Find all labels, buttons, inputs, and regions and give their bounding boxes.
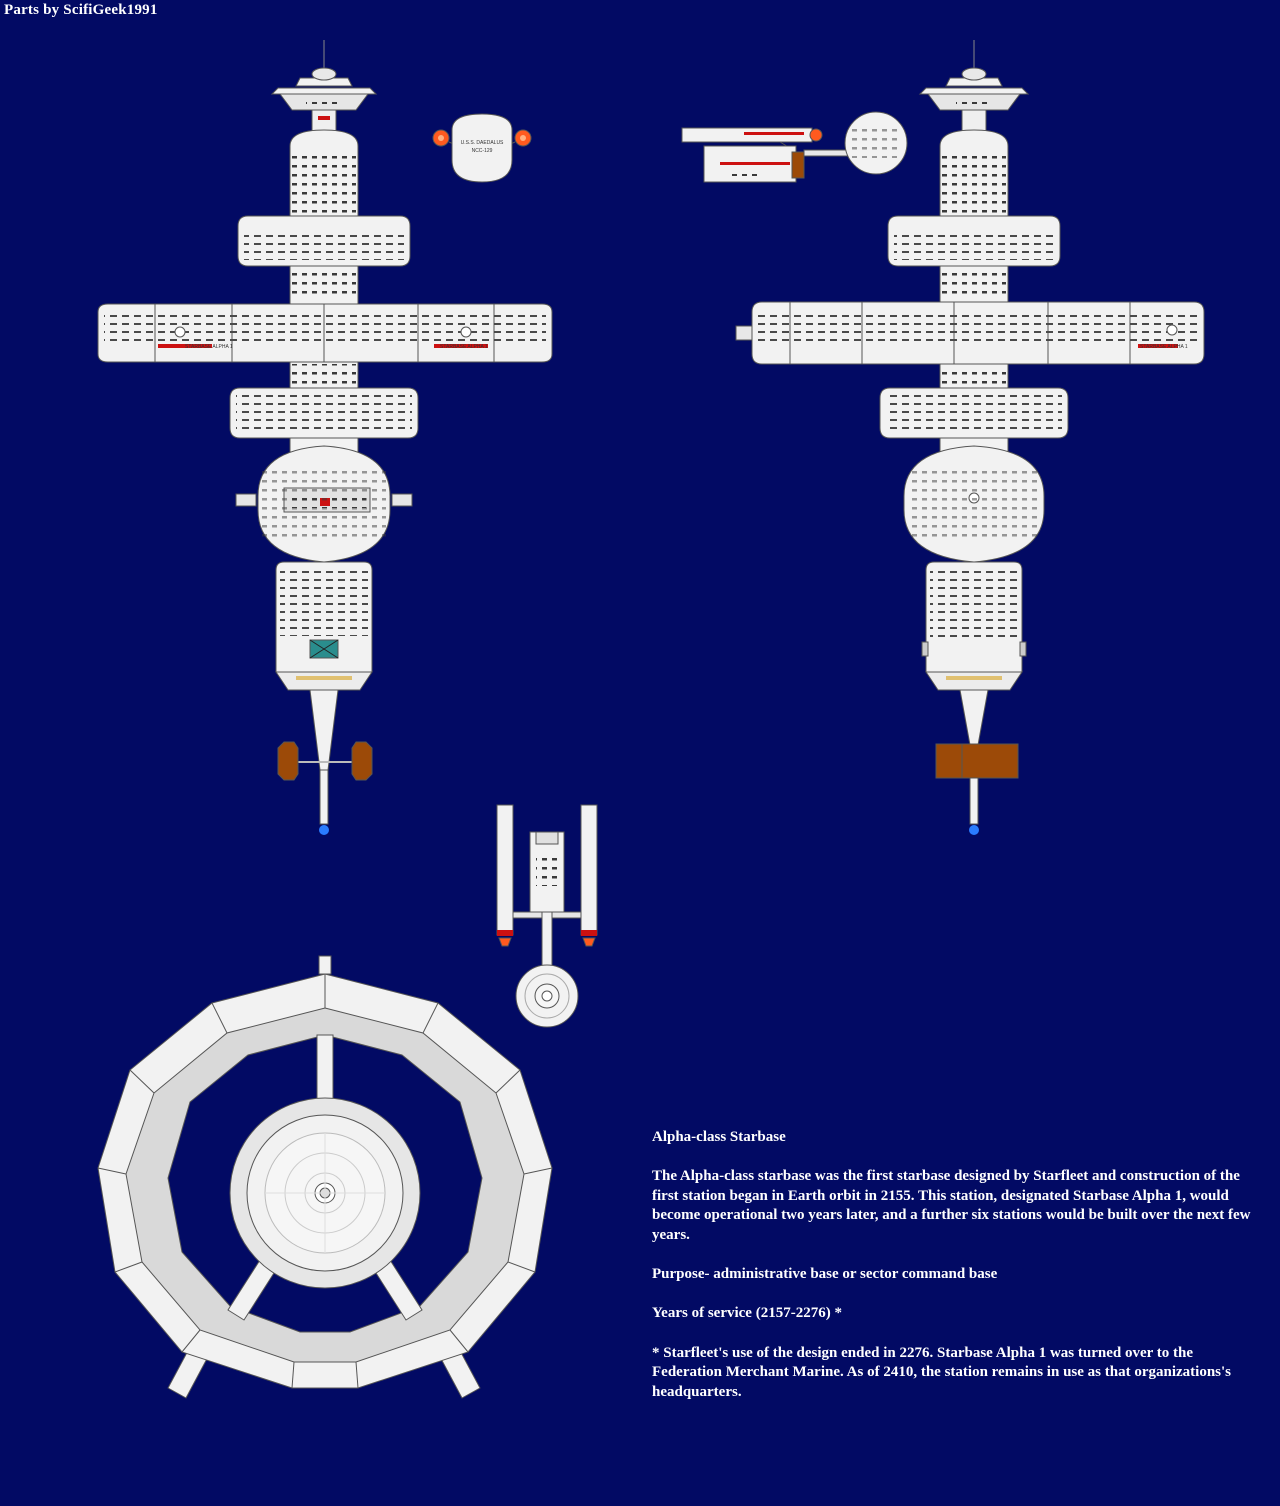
starbase-name-marking-right: STARBASE ALPHA 1: [440, 344, 488, 350]
credit-text: Parts by ScifiGeek1991: [4, 2, 158, 18]
station-top-view-ring: [97, 955, 553, 1399]
starbase-name-marking-left: STARBASE ALPHA 1: [185, 344, 233, 350]
shuttle-pod-front: U.S.S. DAEDALUS NCC-129: [432, 113, 532, 183]
ship-name-label: U.S.S. DAEDALUS: [461, 140, 504, 146]
description-paragraph-purpose: Purpose- administrative base or sector c…: [652, 1266, 998, 1283]
description-paragraph-service: Years of service (2157-2276) *: [652, 1305, 842, 1322]
description-paragraph-footnote: * Starfleet's use of the design ended in…: [652, 1344, 1232, 1400]
side-view-station: [735, 40, 1205, 835]
description-paragraph-history: The Alpha-class starbase was the first s…: [652, 1168, 1251, 1243]
description-block: Alpha-class Starbase The Alpha-class sta…: [652, 1128, 1252, 1422]
description-title: Alpha-class Starbase: [652, 1129, 786, 1145]
starship-top-view: [496, 804, 598, 1028]
starship-side-view: [681, 111, 908, 183]
ship-registry-label: NCC-129: [472, 148, 493, 154]
starbase-name-marking-side: STARBASE ALPHA 1: [1140, 344, 1188, 350]
front-view-station: [97, 40, 553, 835]
